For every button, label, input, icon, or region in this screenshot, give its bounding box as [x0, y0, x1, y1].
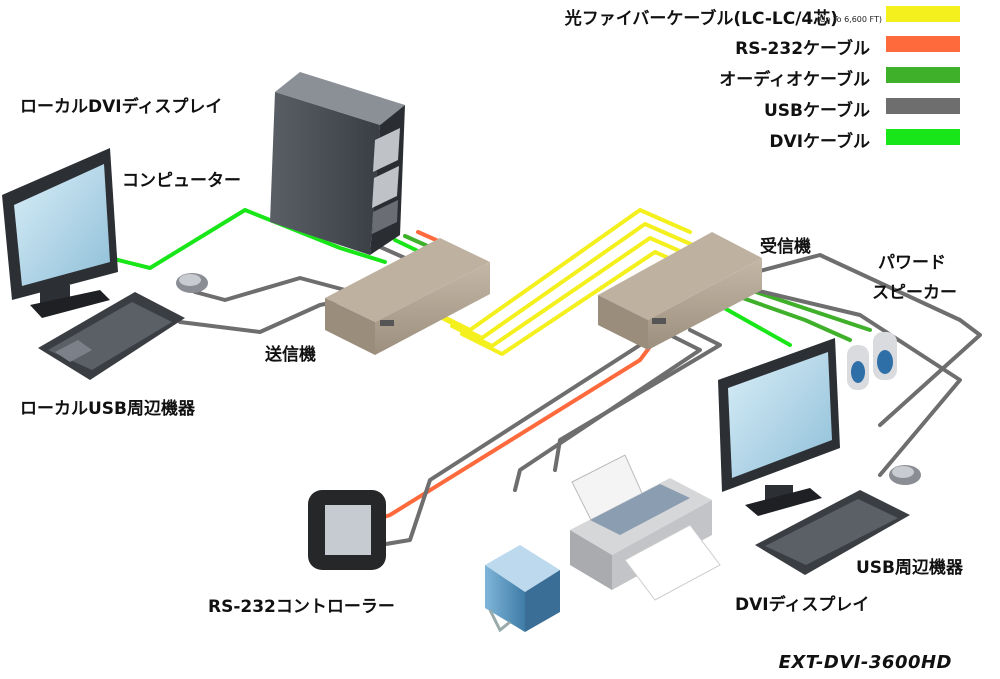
legend-label: オーディオケーブル	[719, 70, 870, 90]
legend-label: USBケーブル	[764, 101, 870, 121]
transmitter-box-icon	[325, 238, 490, 355]
legend-swatch-darkgreen	[886, 67, 960, 83]
computer-cable	[393, 238, 422, 254]
local-usb-cable	[178, 298, 347, 334]
hard-drive-icon	[485, 545, 560, 633]
usb-cable	[753, 288, 962, 477]
legend-note: (Up To 6,600 FT)	[816, 15, 882, 24]
audio-cable	[718, 288, 852, 342]
monitor-icon	[718, 338, 840, 516]
local-usb-cable	[193, 276, 347, 302]
monitor-icon	[2, 148, 118, 318]
usb-cable	[553, 328, 722, 472]
legend-swatch-gray	[886, 98, 960, 114]
legend-label: 光ファイバーケーブル(LC-LC/4芯)	[564, 9, 838, 29]
legend-item-dvi: DVIケーブル	[520, 127, 960, 152]
legend-item-usb: USBケーブル	[520, 96, 960, 121]
receiver-label: 受信機	[760, 237, 811, 257]
touch-panel-icon	[308, 490, 386, 570]
powered-speakers-label-2: スピーカー	[872, 283, 957, 303]
legend-swatch-green	[886, 129, 960, 145]
usb-cable	[743, 253, 982, 427]
legend-swatch-yellow	[886, 6, 960, 22]
computer-cable	[376, 244, 407, 260]
legend-label: DVIケーブル	[769, 132, 870, 152]
usb-cable	[378, 343, 642, 547]
transmitter-label: 送信機	[265, 345, 316, 365]
speaker-icon	[847, 332, 897, 390]
computer-label: コンピューター	[122, 171, 241, 191]
rs232-controller-label: RS-232コントローラー	[208, 597, 395, 617]
mouse-icon	[176, 273, 208, 293]
powered-speakers-label-1: パワード	[878, 253, 946, 273]
legend-label: RS-232ケーブル	[735, 39, 870, 59]
mouse-icon	[889, 465, 921, 485]
dvi-display-label: DVIディスプレイ	[735, 595, 870, 615]
fiber-cable	[440, 222, 697, 340]
legend-swatch-orange	[886, 36, 960, 52]
keyboard-icon	[755, 490, 910, 575]
receiver-box-icon	[598, 232, 762, 350]
fiber-cable	[450, 236, 702, 348]
keyboard-icon	[38, 292, 185, 380]
local-dvi-display-label: ローカルDVIディスプレイ	[20, 97, 223, 117]
computer-tower-icon	[270, 72, 405, 255]
legend-item-rs232: RS-232ケーブル	[520, 34, 960, 59]
legend-item-fiber: 光ファイバーケーブル(LC-LC/4芯) (Up To 6,600 FT)	[520, 4, 960, 29]
usb-peripherals-label: USB周辺機器	[856, 558, 964, 578]
local-dvi-cable	[108, 208, 387, 270]
local-usb-label: ローカルUSB周辺機器	[20, 399, 196, 419]
legend-item-audio: オーディオケーブル	[520, 65, 960, 90]
printer-icon	[570, 454, 721, 601]
model-number: EXT-DVI-3600HD	[778, 652, 952, 673]
